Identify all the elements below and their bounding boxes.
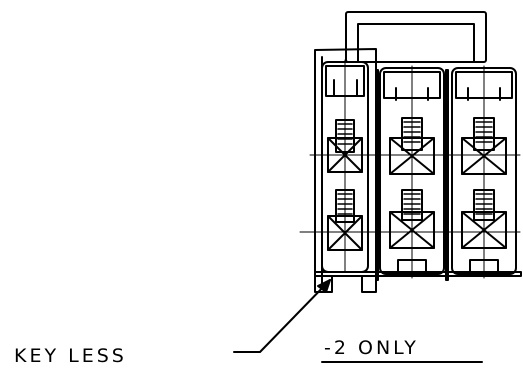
callout-leader	[233, 279, 331, 353]
centerlines	[299, 59, 521, 279]
key-less-label: KEY LESS	[14, 345, 127, 367]
connector-base	[314, 271, 522, 277]
latch-handle	[345, 11, 487, 63]
variant-note: -2 ONLY	[324, 337, 419, 359]
